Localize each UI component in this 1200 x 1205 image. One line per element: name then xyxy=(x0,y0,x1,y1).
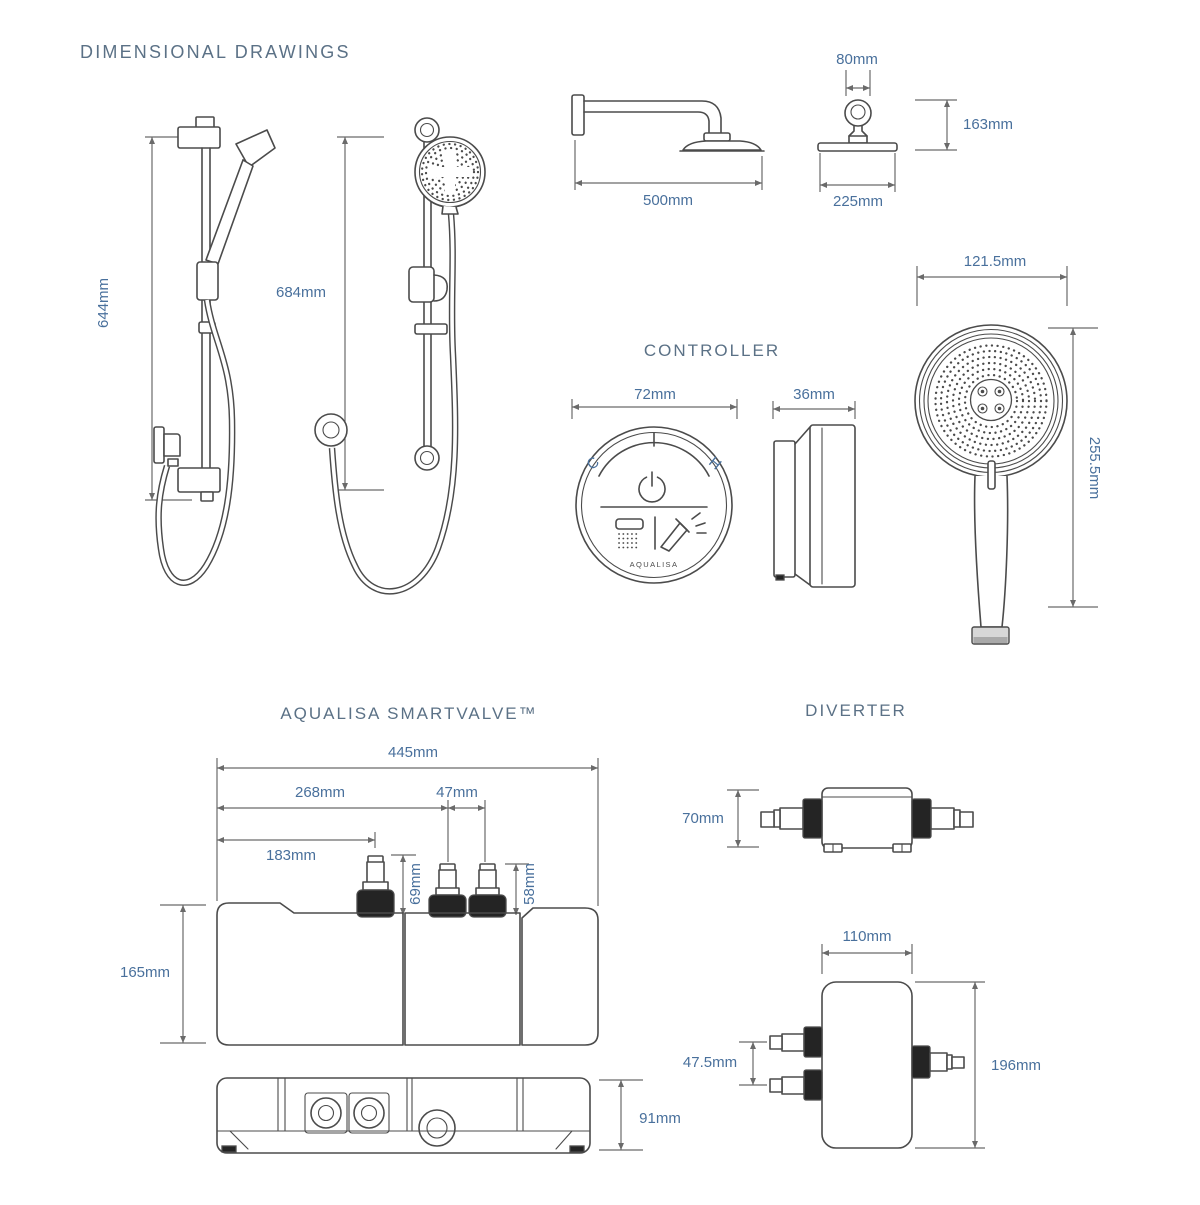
smartvalve-heading: AQUALISA SMARTVALVE™ xyxy=(280,704,537,723)
handset-front-drawing: 121.5mm 255.5mm xyxy=(914,253,1103,645)
arm-length-dim: 500mm xyxy=(643,192,693,209)
smartvalve-inlet-height-dim: 58mm xyxy=(521,863,538,905)
controller-depth-dim: 36mm xyxy=(793,386,835,403)
controller-heading: CONTROLLER xyxy=(644,341,780,360)
smartvalve-bottom-view xyxy=(216,1077,591,1154)
rail-kit-side-drawing: 644mm xyxy=(95,116,276,586)
fixed-spray-icon xyxy=(615,518,644,549)
controller-width-dim: 72mm xyxy=(634,386,676,403)
smartvalve-outlet-offset-dim: 183mm xyxy=(266,847,316,864)
handset-width-dim: 121.5mm xyxy=(964,253,1027,270)
smartvalve-inlet-connector-1 xyxy=(428,863,467,918)
handset-head-side xyxy=(235,129,276,168)
controller-drawing: CONTROLLER 72mm C H AQUALISA 36 xyxy=(571,341,856,588)
smartvalve-inlet-connector-2 xyxy=(468,863,507,918)
rail-kit-front-drawing: 684mm xyxy=(276,117,486,595)
smartvalve-drawing: AQUALISA SMARTVALVE™ 445mm 268mm 47mm 18… xyxy=(120,704,681,1154)
wall-arm-side-drawing: 500mm xyxy=(571,94,765,209)
rail-side-height-dim: 644mm xyxy=(95,278,112,328)
wall-outlet-round xyxy=(314,413,348,447)
head-bracket-width-dim: 80mm xyxy=(836,51,878,68)
handset-centre-button xyxy=(969,378,1013,422)
smartvalve-body-right xyxy=(521,907,599,1046)
handset-handle xyxy=(973,475,1009,628)
handset-length-dim: 255.5mm xyxy=(1086,437,1103,500)
controller-side-view: 36mm xyxy=(772,386,856,588)
handset-spray-icon xyxy=(660,512,707,552)
page-title: DIMENSIONAL DRAWINGS xyxy=(80,42,351,62)
smartvalve-inlet-span-dim: 268mm xyxy=(295,784,345,801)
fixed-head-front-drawing: 80mm 163mm 225mm xyxy=(817,51,1013,210)
controller-brand-label: AQUALISA xyxy=(630,560,679,569)
smartvalve-total-width-dim: 445mm xyxy=(388,744,438,761)
smartvalve-body-left xyxy=(216,902,404,1046)
diverter-drawing: DIVERTER 70mm 110mm xyxy=(682,701,1041,1149)
head-drop-dim: 163mm xyxy=(963,116,1013,133)
power-icon xyxy=(638,471,666,503)
smartvalve-body-height-dim: 165mm xyxy=(120,964,170,981)
head-width-dim: 225mm xyxy=(833,193,883,210)
diverter-side-height-dim: 70mm xyxy=(682,810,724,827)
diverter-heading: DIVERTER xyxy=(805,701,907,720)
handset-face-front xyxy=(414,136,486,215)
smartvalve-outlet-height-dim: 69mm xyxy=(407,863,424,905)
smartvalve-outlet-connector xyxy=(356,855,395,918)
diverter-side-view: 70mm xyxy=(682,787,974,853)
smartvalve-body-mid xyxy=(404,912,521,1046)
smartvalve-body-depth-dim: 91mm xyxy=(639,1110,681,1127)
diverter-top-width-dim: 110mm xyxy=(843,928,892,945)
rail-front-height-dim: 684mm xyxy=(276,284,326,301)
diverter-top-view: 110mm 47.5mm 196mm xyxy=(683,928,1041,1149)
diverter-port-gap-dim: 47.5mm xyxy=(683,1054,737,1071)
diverter-length-dim: 196mm xyxy=(991,1057,1041,1074)
wall-outlet-elbow xyxy=(153,426,165,464)
shower-hose xyxy=(328,213,459,595)
smartvalve-inlet-gap-dim: 47mm xyxy=(436,784,478,801)
temperature-arc xyxy=(598,441,710,477)
